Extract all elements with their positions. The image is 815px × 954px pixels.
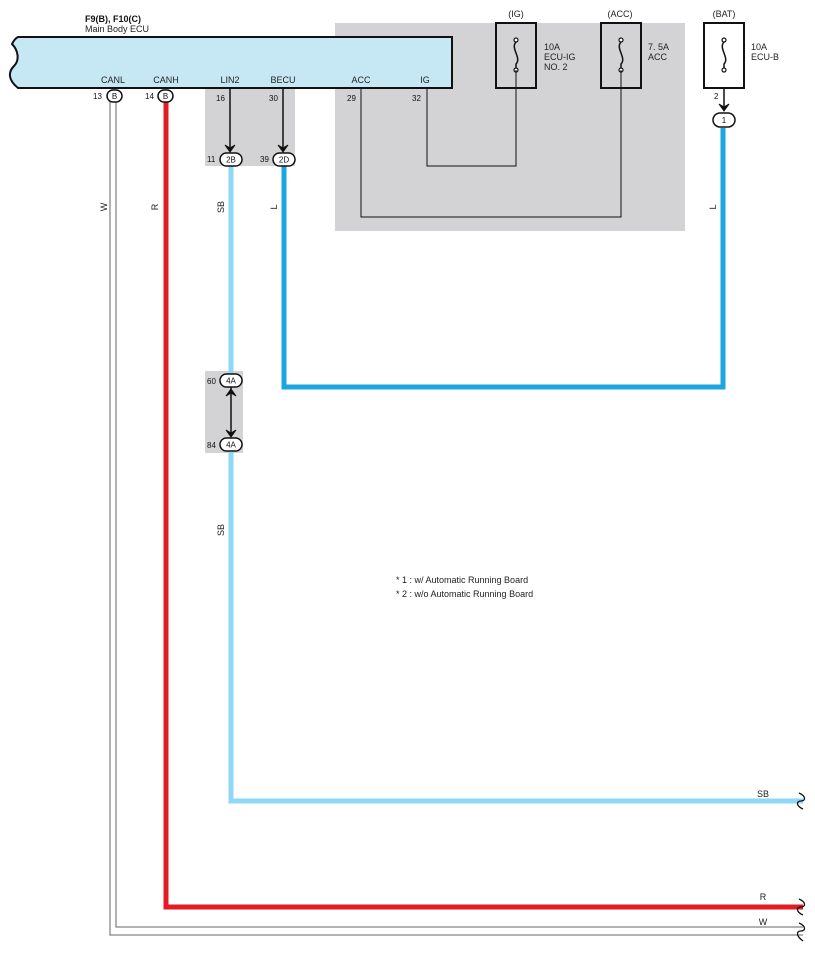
pin-number-ig: 32 — [412, 94, 421, 103]
pin-label-acc: ACC — [351, 75, 371, 85]
connector-lin2 — [219, 152, 243, 167]
pin-number-c11: 11 — [207, 155, 216, 164]
arrow-bat — [718, 103, 730, 112]
wire-canh-r — [163, 102, 803, 910]
fuse-acc-name1: ACC — [648, 52, 668, 62]
connector-id-lin2: 2B — [226, 156, 236, 165]
connector-id-canl: B — [112, 92, 117, 101]
connector-canl — [106, 89, 123, 103]
fuse-acc-rating: 7. 5A — [648, 42, 669, 52]
fuse-bat-name1: ECU-B — [751, 52, 779, 62]
arrow-junction-down — [225, 429, 237, 438]
fuse-ig-name1: ECU-IG — [544, 52, 576, 62]
connector-canh — [157, 89, 174, 103]
fuse-acc-terminal-top — [618, 37, 624, 43]
arrow-becu — [277, 144, 289, 153]
fuse-ig-terminal-top — [513, 37, 519, 43]
connector-id-canh: B — [163, 92, 168, 101]
wire-canl-w-outline — [109, 102, 803, 936]
connector-id-bat: 1 — [722, 116, 727, 125]
pin-number-c84: 84 — [207, 441, 216, 450]
fuse-bat-terminal-bottom — [721, 67, 727, 73]
wire-label-canh: R — [150, 203, 160, 210]
wire-label-lin2-lower: SB — [216, 524, 226, 536]
fuse-acc-header: (ACC) — [608, 9, 633, 19]
connector-becu — [272, 152, 296, 167]
connector-j84 — [219, 437, 243, 452]
wire-lin2-sb-lower — [228, 452, 803, 804]
arrow-lin2 — [224, 144, 236, 153]
connector-j60 — [219, 373, 243, 388]
pin-number-bat: 2 — [714, 92, 719, 101]
continuation-mark-w — [796, 922, 806, 942]
ecu-code: F9(B), F10(C) — [85, 14, 141, 24]
continuation-mark-r — [796, 898, 806, 916]
pin-number-c39: 39 — [260, 155, 269, 164]
wire-canl-w — [115, 102, 803, 928]
wire-label-out-sb: SB — [757, 789, 769, 799]
fuse-bat-symbol — [721, 38, 727, 70]
continuation-mark-sb — [796, 792, 806, 810]
wire-label-out-w: W — [759, 917, 768, 927]
fuse-bat-box — [703, 22, 745, 89]
pin-label-lin2: LIN2 — [220, 75, 239, 85]
wire-label-becu: L — [269, 204, 279, 209]
wire-acc-circuit — [360, 70, 622, 218]
pin-label-canl: CANL — [101, 75, 125, 85]
note-2: * 2 : w/o Automatic Running Board — [396, 589, 533, 599]
pin-label-ig: IG — [420, 75, 430, 85]
pin-number-acc: 29 — [347, 94, 356, 103]
pin-number-becu: 30 — [269, 94, 278, 103]
arrow-junction-up — [225, 388, 237, 397]
pin-label-becu: BECU — [270, 75, 295, 85]
pin-number-lin2: 16 — [216, 94, 225, 103]
wire-label-out-r: R — [760, 892, 767, 902]
pin-label-canh: CANH — [153, 75, 179, 85]
wire-becu-l — [281, 128, 726, 390]
fuse-bat-header: (BAT) — [713, 9, 736, 19]
note-1: * 1 : w/ Automatic Running Board — [396, 575, 528, 585]
connector-id-j84: 4A — [226, 441, 236, 450]
connector-bat — [712, 112, 736, 128]
ecu-name: Main Body ECU — [85, 24, 149, 34]
ecu-box — [8, 36, 453, 89]
pin-number-canh: 14 — [145, 92, 154, 101]
wire-ig-circuit — [426, 70, 517, 167]
fuse-bat-terminal-top — [721, 37, 727, 43]
connector-id-becu: 2D — [279, 156, 289, 165]
connector-id-j60: 4A — [226, 377, 236, 386]
fuse-ig-header: (IG) — [508, 9, 524, 19]
wire-label-canl: W — [99, 202, 109, 211]
wire-label-lin2: SB — [216, 201, 226, 213]
wire-label-bat: L — [708, 204, 718, 209]
fuse-ig-name2: NO. 2 — [544, 62, 568, 72]
fuse-bat-rating: 10A — [751, 42, 767, 52]
pin-number-c60: 60 — [207, 377, 216, 386]
fuse-ig-rating: 10A — [544, 42, 560, 52]
pin-number-canl: 13 — [93, 92, 102, 101]
